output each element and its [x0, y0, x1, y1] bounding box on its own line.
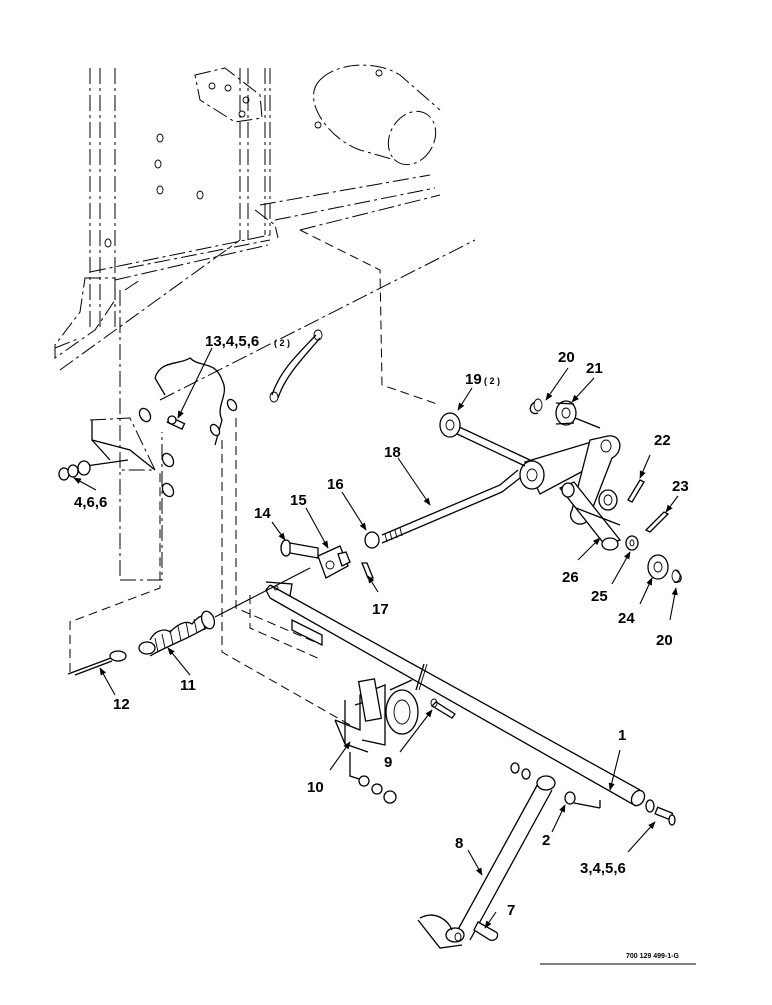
pedal-lever-8	[417, 775, 556, 949]
cotter-pin-22	[627, 479, 645, 503]
roller-24	[647, 554, 669, 580]
callout-13-4-5-6: 13,4,5,6	[205, 333, 259, 350]
frame-cutout	[138, 329, 323, 498]
pivot-shaft-upper	[574, 417, 601, 429]
callout-13-quantity: ( 2 )	[274, 338, 290, 348]
callout-18: 18	[384, 444, 401, 461]
spring-phantom-left	[69, 470, 161, 672]
callout-9: 9	[384, 754, 392, 771]
shaft-centerline	[299, 229, 441, 406]
pivot-bracket-10	[334, 663, 428, 753]
callout-3-4-5-6: 3,4,5,6	[580, 860, 626, 877]
callout-19: 19	[465, 371, 482, 388]
roller-phantom	[313, 64, 441, 166]
callout-2: 2	[542, 832, 550, 849]
nut-washer-stack-left	[58, 460, 91, 481]
spring-phantom-center	[221, 440, 351, 726]
callout-21: 21	[586, 360, 603, 377]
callout-1: 1	[618, 727, 626, 744]
bolt-3	[645, 799, 676, 826]
drawing-number: 700 129 499-1-G	[626, 953, 679, 960]
leader-lines	[73, 347, 679, 929]
callout-24: 24	[618, 610, 635, 627]
callout-16: 16	[327, 476, 344, 493]
threaded-rod-18	[381, 469, 521, 544]
spring-link-12	[67, 650, 127, 676]
bolt-14	[280, 539, 319, 559]
spring-11	[138, 610, 216, 657]
spring-to-clevis-line	[214, 567, 311, 618]
callout-20-top: 20	[558, 349, 575, 366]
snap-ring-20-top	[529, 398, 543, 415]
callout-14: 14	[254, 505, 271, 522]
left-bracket-plate	[85, 420, 156, 471]
callout-8: 8	[455, 835, 463, 852]
callout-10: 10	[307, 779, 324, 796]
nut-washer-stack-10	[349, 752, 397, 804]
cotter-pin-17	[361, 562, 374, 579]
callout-26: 26	[562, 569, 579, 586]
callout-7: 7	[507, 902, 515, 919]
callout-23: 23	[672, 478, 689, 495]
bellcrank-roller	[598, 489, 618, 511]
cotter-pin-phantom	[271, 334, 317, 396]
machine-frame-phantom	[54, 67, 476, 581]
mount-hole	[161, 482, 175, 498]
mount-hole	[209, 423, 221, 437]
callout-19-quantity: ( 2 )	[484, 376, 500, 386]
nut-16	[364, 531, 380, 549]
roller-21	[555, 400, 577, 426]
pin-7	[473, 921, 499, 941]
bushing-2	[510, 762, 601, 809]
bellcrank-shaft	[454, 424, 531, 461]
snap-ring-20-bottom	[671, 569, 682, 583]
clevis-15	[317, 545, 351, 579]
mount-hole	[138, 407, 152, 423]
mount-hole	[226, 398, 238, 412]
callout-15: 15	[290, 492, 307, 509]
bellcrank-shaft-lower	[454, 432, 526, 467]
spacer-25	[625, 535, 639, 551]
cotter-pin-9	[430, 698, 456, 719]
bellcrank-26	[519, 435, 622, 551]
callout-22: 22	[654, 432, 671, 449]
rod-end-clevis	[265, 581, 293, 597]
rod-guide	[249, 595, 323, 661]
callout-17: 17	[372, 601, 389, 618]
bolt-13	[166, 415, 186, 430]
callout-labels: 1 2 3,4,5,6 4,6,6 7 8 9 10 11 12 13,4,5,…	[74, 333, 689, 919]
mount-hole	[161, 452, 175, 468]
callout-20-bottom: 20	[656, 632, 673, 649]
callout-12: 12	[113, 696, 130, 713]
callout-25: 25	[591, 588, 608, 605]
callout-4-6-6: 4,6,6	[74, 494, 107, 511]
control-rod-1	[265, 581, 646, 807]
callout-11: 11	[180, 677, 196, 694]
bracket-phantom-right	[235, 418, 323, 646]
washer-19	[439, 412, 461, 438]
cotter-pin-23	[644, 511, 670, 533]
